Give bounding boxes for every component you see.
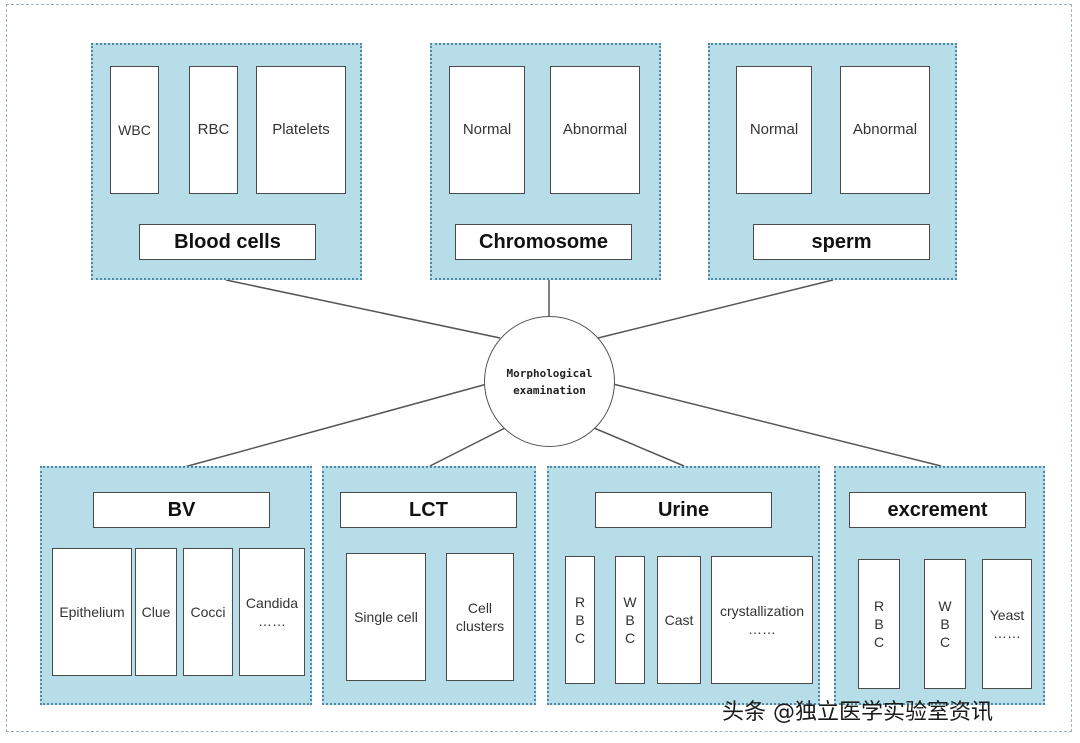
item-cocci: Cocci [183,548,233,676]
connector-lct [429,427,506,467]
label-sperm: sperm [753,224,930,260]
connector-sperm [597,279,834,339]
watermark: 头条 @独立医学实验室资讯 [722,700,993,725]
item-rbc: RBC [858,559,900,689]
item-rbc: RBC [565,556,595,684]
item-normal: Normal [736,66,812,194]
item-wbc: WBC [615,556,645,684]
item-epithelium: Epithelium [52,548,132,676]
panel-urine: Urine RBC WBC Cast crystallization …… [547,466,820,705]
label-blood-cells: Blood cells [139,224,316,260]
item-crystallization: crystallization …… [711,556,813,684]
label-bv: BV [93,492,270,528]
connector-excrement [612,383,942,467]
item-wbc: WBC [110,66,159,194]
connector-urine [593,427,685,467]
panel-sperm: Normal Abnormal sperm [708,43,957,280]
item-clue: Clue [135,548,177,676]
diagram-frame [6,4,1072,732]
connector-bv [176,383,488,470]
item-single-cell: Single cell [346,553,426,681]
item-abnormal: Abnormal [550,66,640,194]
panel-chromosome: Normal Abnormal Chromosome [430,43,661,280]
hub-morphological-examination: Morphological examination [484,316,615,447]
label-lct: LCT [340,492,517,528]
label-urine: Urine [595,492,772,528]
connector-blood-cells [225,279,501,339]
panel-bv: BV Epithelium Clue Cocci Candida …… [40,466,312,705]
item-cell-clusters: Cell clusters [446,553,514,681]
item-cast: Cast [657,556,701,684]
label-excrement: excrement [849,492,1026,528]
item-platelets: Platelets [256,66,346,194]
item-wbc: WBC [924,559,966,689]
label-chromosome: Chromosome [455,224,632,260]
item-abnormal: Abnormal [840,66,930,194]
item-rbc: RBC [189,66,238,194]
item-candida: Candida …… [239,548,305,676]
panel-excrement: excrement RBC WBC Yeast …… [834,466,1045,705]
panel-lct: LCT Single cell Cell clusters [322,466,536,705]
item-normal: Normal [449,66,525,194]
item-yeast: Yeast …… [982,559,1032,689]
panel-blood-cells: WBC RBC Platelets Blood cells [91,43,362,280]
